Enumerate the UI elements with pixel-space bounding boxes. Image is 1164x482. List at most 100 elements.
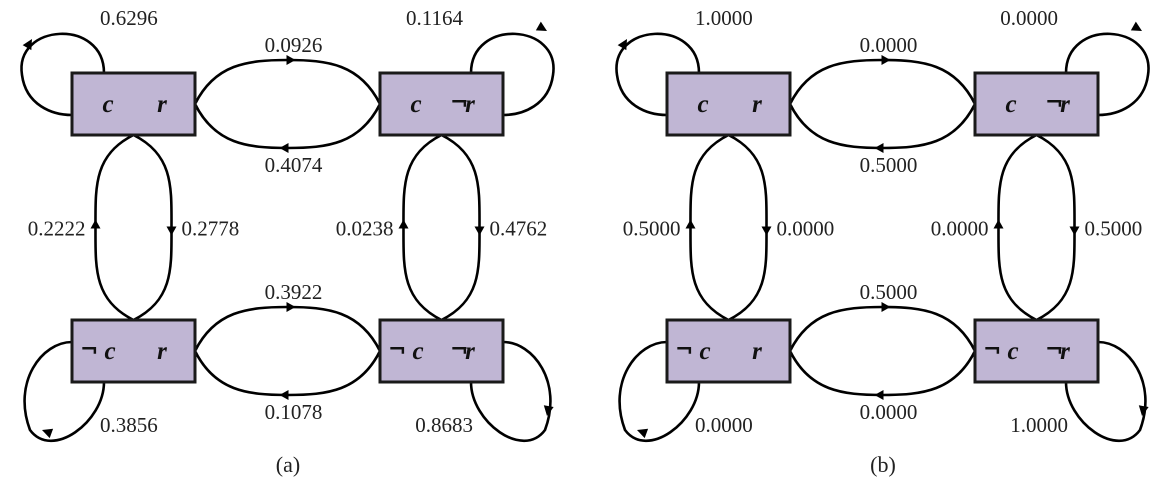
negation-symbol: ¬ [1045, 337, 1063, 363]
edge-ncnr-to-cnr [402, 133, 443, 322]
prob-cnr-to-ncnr: 0.5000 [1085, 217, 1143, 241]
arrow-cnr-self [535, 21, 547, 31]
state-variable-c: c [410, 91, 421, 118]
edge-cr-to-ncr [132, 133, 173, 322]
prob-ncnr-self: 0.8683 [415, 413, 473, 437]
prob-ncr-to-ncnr: 0.5000 [860, 280, 918, 304]
state-variable-c: c [104, 338, 115, 365]
prob-ncnr-to-ncr: 0.0000 [860, 400, 918, 424]
edge-ncr-self [618, 340, 701, 443]
negation-symbol: ¬ [388, 337, 406, 363]
state-variable-r: r [1060, 91, 1070, 118]
edge-ncr-to-cr [689, 133, 730, 322]
state-variable-c: c [102, 91, 113, 118]
prob-cnr-to-ncnr: 0.4762 [490, 217, 548, 241]
negation-symbol: ¬ [80, 337, 98, 363]
arrow-cnr-self [1130, 21, 1142, 31]
arrow-ncnr-to-cnr [993, 219, 1004, 229]
edge-cr-self [615, 32, 701, 117]
state-box [378, 318, 505, 384]
arrow-cnr-to-ncnr [1069, 226, 1080, 236]
arrow-ncr-to-ncnr [881, 302, 891, 312]
state-box [70, 318, 197, 384]
state-ncr: ¬c r [70, 318, 197, 384]
state-variable-r: r [157, 338, 167, 365]
arrow-ncr-to-ncnr [286, 302, 296, 312]
state-variable-c: c [1005, 91, 1016, 118]
prob-cr-self: 1.0000 [695, 6, 753, 30]
edge-ncnr-self [469, 340, 552, 443]
state-box [665, 318, 792, 384]
state-variable-r: r [157, 91, 167, 118]
state-ncr: ¬c r [665, 318, 792, 384]
edge-ncr-to-cr [94, 133, 135, 322]
edge-cnr-self [469, 32, 555, 117]
edge-cr-to-cnr [788, 58, 977, 105]
edge-cnr-to-cr [193, 103, 382, 150]
state-ncnr: ¬c¬r [378, 318, 505, 384]
arrow-ncnr-to-cnr [398, 219, 409, 229]
state-box [973, 318, 1100, 384]
prob-ncr-to-cr: 0.5000 [623, 217, 681, 241]
edge-cnr-self [1064, 32, 1150, 117]
prob-ncnr-to-ncr: 0.1078 [265, 400, 323, 424]
prob-ncr-to-cr: 0.2222 [28, 217, 86, 241]
arrow-cr-self [617, 39, 627, 51]
arrow-cnr-to-ncnr [474, 226, 485, 236]
prob-cr-to-ncr: 0.0000 [777, 217, 835, 241]
prob-cr-to-cnr: 0.0000 [860, 33, 918, 57]
panel-a: 0.0926 0.4074 0.3922 0.1078 0.2778 0.2222 0.47… [20, 6, 555, 477]
panel-caption: (b) [870, 452, 896, 477]
arrow-ncnr-self [543, 405, 554, 416]
prob-ncr-self: 0.0000 [695, 413, 753, 437]
prob-cnr-to-cr: 0.4074 [265, 153, 323, 177]
state-variable-r: r [752, 338, 762, 365]
arrow-cnr-to-cr [279, 143, 289, 153]
edge-ncr-to-ncnr [788, 305, 977, 352]
prob-ncnr-to-cnr: 0.0000 [931, 217, 989, 241]
edge-cnr-to-cr [788, 103, 977, 150]
edge-cr-to-cnr [193, 58, 382, 105]
negation-symbol: ¬ [983, 337, 1001, 363]
negation-symbol: ¬ [1045, 90, 1063, 116]
negation-symbol: ¬ [675, 337, 693, 363]
arrow-ncr-to-cr [685, 219, 696, 229]
arrow-cr-to-ncr [761, 226, 772, 236]
arrow-cr-self [22, 39, 32, 51]
arrow-ncr-to-cr [90, 219, 101, 229]
edge-cnr-to-ncnr [440, 133, 481, 322]
prob-cr-to-ncr: 0.2778 [182, 217, 240, 241]
prob-cr-self: 0.6296 [100, 6, 158, 30]
negation-symbol: ¬ [450, 90, 468, 116]
panel-caption: (a) [276, 452, 300, 477]
edge-cr-to-ncr [727, 133, 768, 322]
arrow-ncnr-to-ncr [874, 390, 884, 400]
prob-cr-to-cnr: 0.0926 [265, 33, 323, 57]
prob-ncr-to-ncnr: 0.3922 [265, 280, 323, 304]
prob-cnr-self: 0.0000 [1000, 6, 1058, 30]
arrow-ncnr-self [1138, 405, 1149, 416]
edge-ncnr-to-ncr [788, 350, 977, 397]
state-box [70, 71, 197, 137]
prob-cnr-self: 0.1164 [406, 6, 463, 30]
arrow-cr-to-ncr [166, 226, 177, 236]
edge-ncnr-to-ncr [193, 350, 382, 397]
arrow-ncr-self [42, 428, 54, 439]
arrow-cnr-to-cr [874, 143, 884, 153]
state-cnr: c ¬r [973, 71, 1100, 137]
arrow-cr-to-cnr [881, 55, 891, 65]
edge-cr-self [20, 32, 106, 117]
edge-ncr-to-ncnr [193, 305, 382, 352]
state-variable-r: r [465, 338, 475, 365]
state-variable-c: c [699, 338, 710, 365]
edge-cnr-to-ncnr [1035, 133, 1076, 322]
edge-ncr-self [23, 340, 106, 443]
arrow-ncnr-to-ncr [279, 390, 289, 400]
state-variable-r: r [752, 91, 762, 118]
prob-ncnr-to-cnr: 0.0238 [336, 217, 394, 241]
state-ncnr: ¬c¬r [973, 318, 1100, 384]
